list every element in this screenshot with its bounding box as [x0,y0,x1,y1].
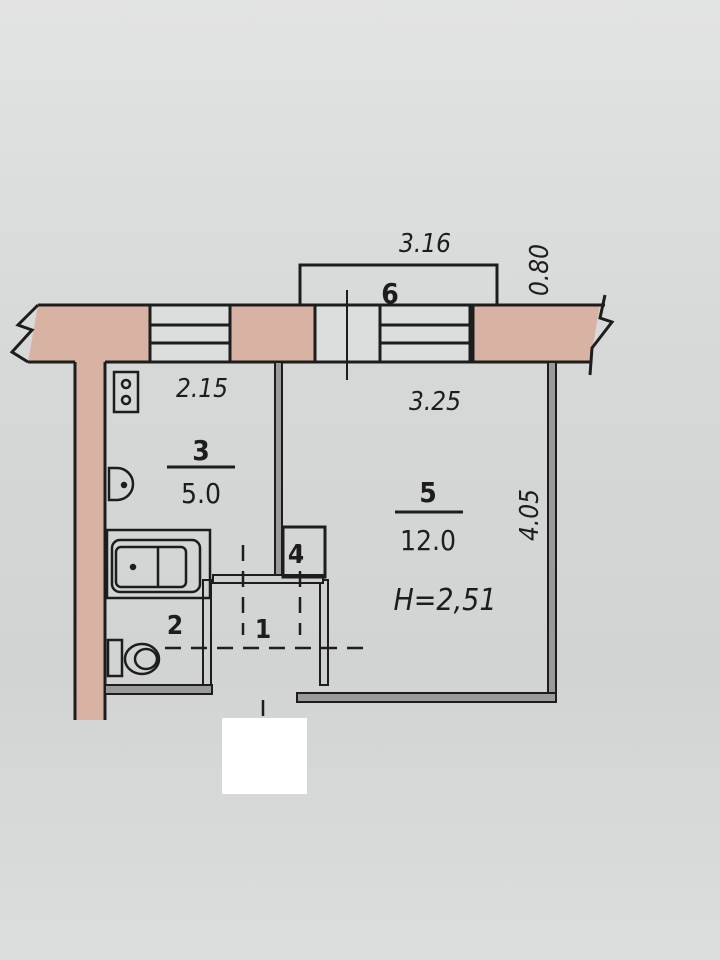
room-number-1: 1 [255,615,271,645]
interior-walls [104,361,557,703]
toilet-icon [106,638,161,678]
stove-icon [112,370,140,414]
room-number-5: 5 [419,476,437,509]
redaction-box [222,718,307,794]
balcony-door-and-window [313,290,475,380]
balcony-outline [298,263,499,305]
balcony-width-label: 3.16 [399,229,451,259]
room-length-label: 4.05 [515,489,545,541]
room-number-3: 3 [192,434,210,467]
balcony-depth-label: 0.80 [525,244,555,296]
kitchen-width-label: 2.15 [176,374,228,404]
wall-pier [228,303,317,364]
room-number-4: 4 [288,540,304,570]
room-area-5: 12.0 [400,524,456,557]
window-kitchen [148,303,232,364]
room-area-3: 5.0 [181,477,221,510]
room-number-2: 2 [167,611,183,641]
dashed-guides [165,545,370,720]
closet [281,525,327,579]
room-number-6: 6 [381,277,399,310]
bathtub-icon [105,528,212,600]
sink-icon [107,466,135,502]
room-width-label: 3.25 [409,387,461,417]
ceiling-height-label: H=2,51 [394,583,497,618]
exterior-walls [9,294,615,720]
